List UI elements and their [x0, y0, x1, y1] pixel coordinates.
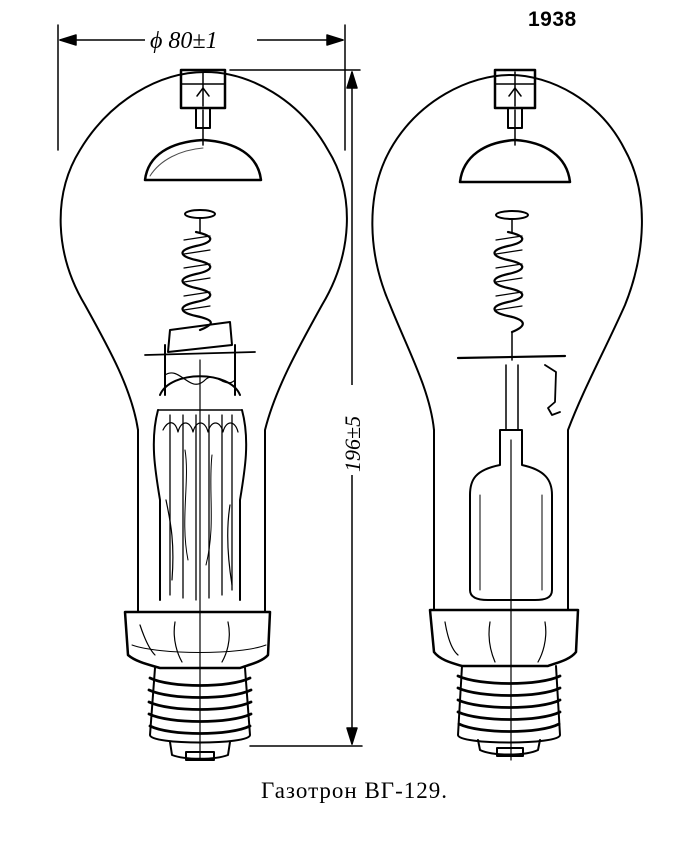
left-bulb-outline [59, 71, 348, 613]
right-anode-dome [458, 138, 572, 184]
right-top-cap [493, 68, 537, 110]
caption-text: Газотрон ВГ-129. [260, 778, 449, 803]
diameter-label: ϕ 80±1 [150, 28, 218, 54]
left-tube [59, 68, 348, 761]
right-spiral [493, 230, 524, 334]
right-base-collar [428, 608, 580, 668]
right-bulb-outline [371, 74, 643, 611]
right-screw-base [456, 665, 562, 757]
left-spiral [181, 230, 212, 332]
left-top-cap [179, 68, 227, 110]
caption: Газотрон ВГ-129. [0, 778, 699, 804]
right-tube [371, 68, 643, 761]
left-base-collar [123, 610, 272, 670]
height-label: 196±5 [340, 416, 365, 472]
right-inner-bottle [469, 429, 553, 601]
left-anode-dome [143, 138, 263, 182]
year-label: 1938 [528, 8, 577, 31]
